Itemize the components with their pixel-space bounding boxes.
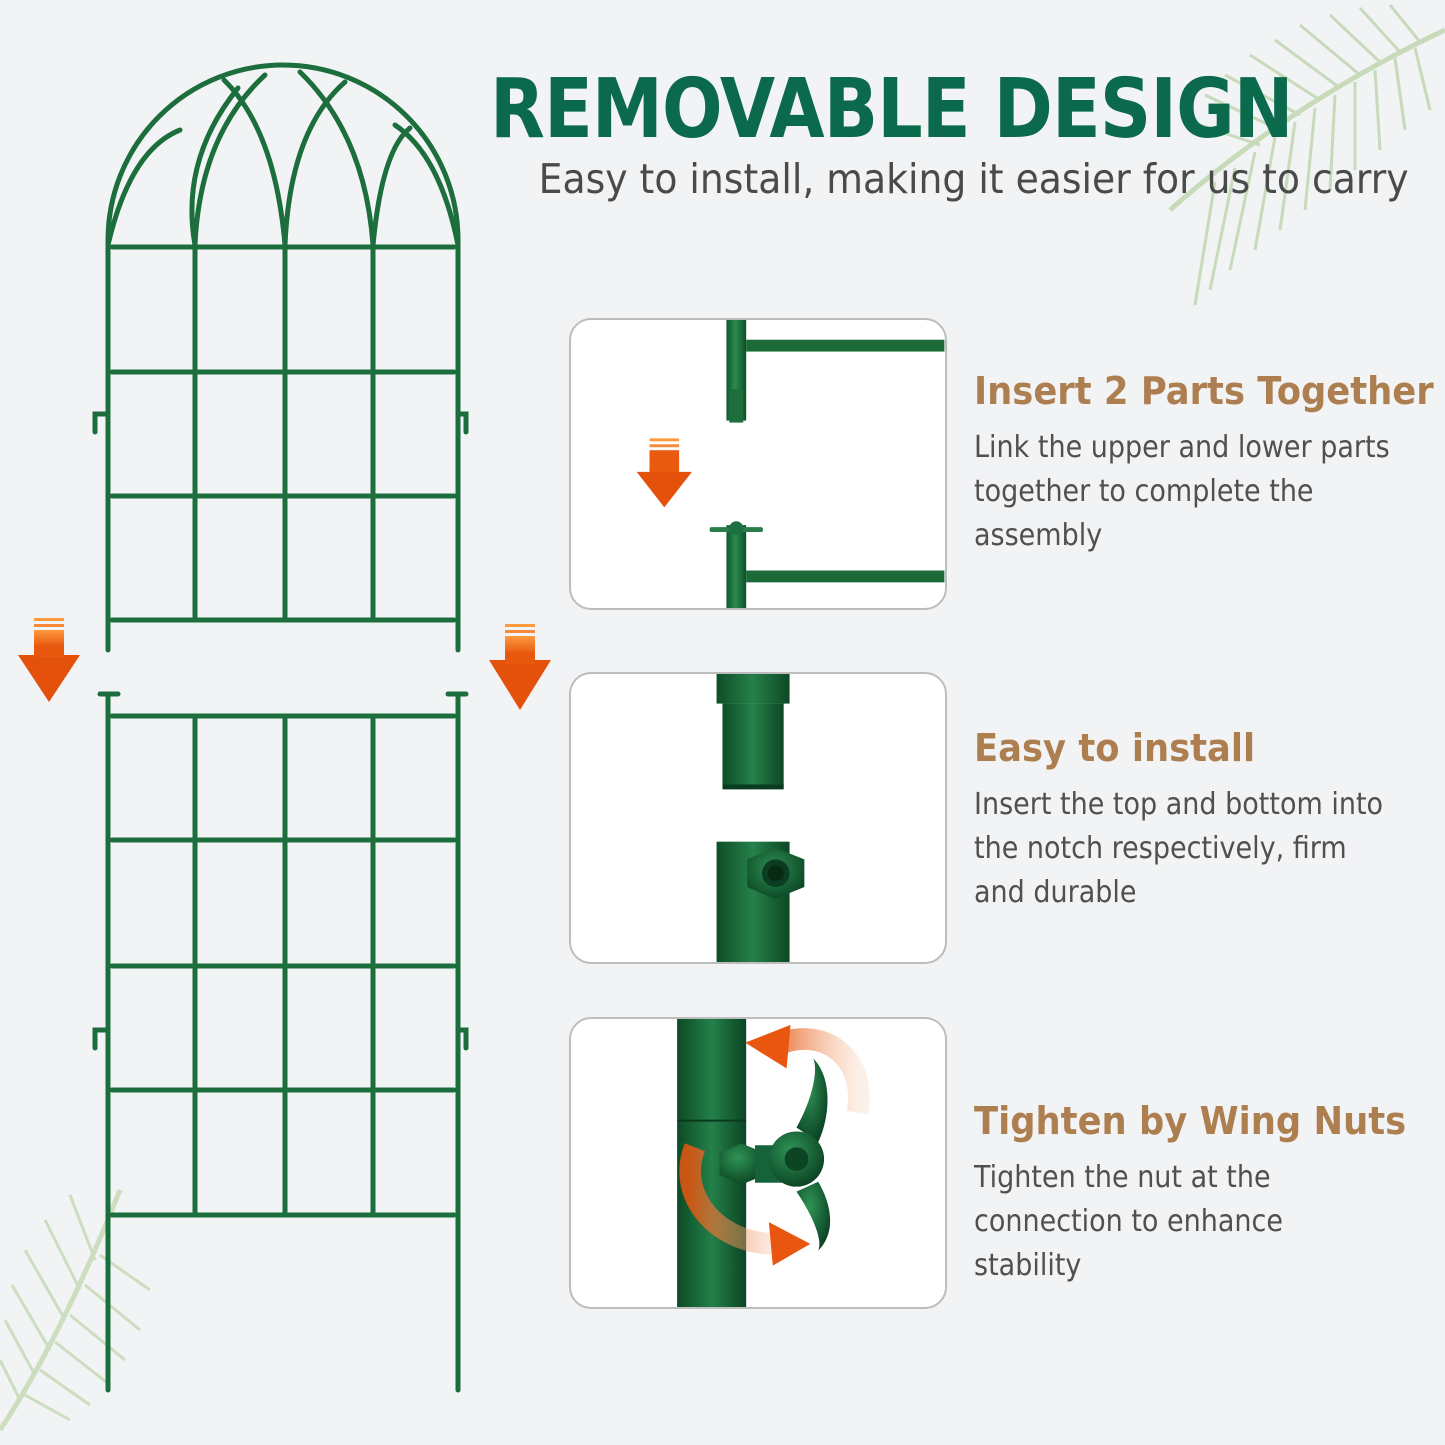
wing-nut-image [569,1017,947,1309]
feature-description: Tighten the nut at the connection to enh… [974,1160,1283,1283]
down-arrow-icon-left [18,618,80,702]
feature-description: Insert the top and bottom into the notch… [974,787,1384,910]
feature-insert-parts: Insert 2 Parts Together Link the upper a… [974,368,1434,558]
feature-title: Insert 2 Parts Together [974,369,1434,413]
feature-easy-install: Easy to install Insert the top and botto… [974,725,1434,915]
feature-title: Tighten by Wing Nuts [974,1099,1407,1143]
feature-title: Easy to install [974,726,1256,770]
trellis-illustration [18,62,551,1393]
trellis-upper-part [92,62,469,653]
rotate-arrow-icon-bottom [679,1143,811,1266]
feature-description: Link the upper and lower parts together … [974,430,1390,553]
insert-parts-image [569,318,947,610]
down-arrow-icon-right [489,624,551,710]
rotate-arrow-icon-top [745,1024,870,1115]
down-arrow-icon [636,438,692,508]
feature-wing-nuts: Tighten by Wing Nuts Tighten the nut at … [974,1098,1434,1288]
page-title: REMOVABLE DESIGN [490,62,1293,157]
notch-closeup-image [569,672,947,964]
page-subtitle: Easy to install, making it easier for us… [539,155,1409,203]
trellis-lower-part [92,691,469,1393]
